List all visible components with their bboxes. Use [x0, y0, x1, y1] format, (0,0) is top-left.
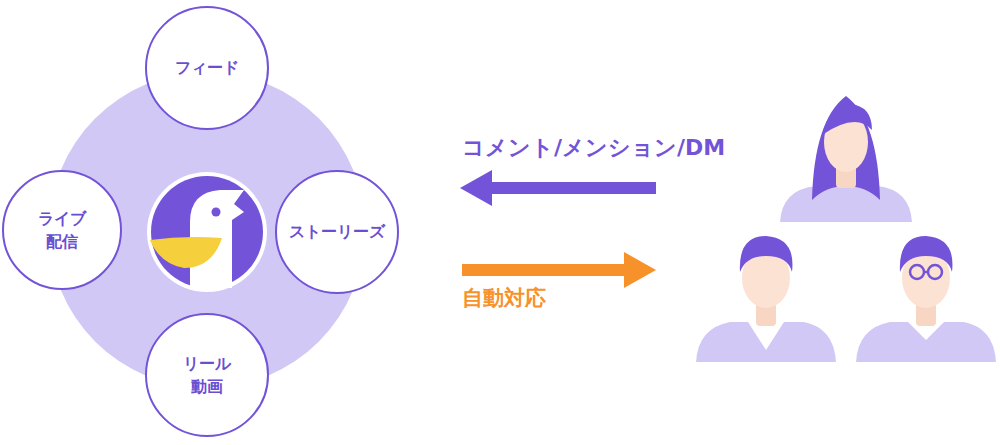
arrow-shaft — [462, 264, 630, 276]
channel-circle: ライブ 配信 — [2, 170, 122, 290]
channel-name: フィード — [175, 56, 239, 79]
circle-outline — [2, 170, 122, 290]
person-hair — [740, 236, 793, 272]
person-fringe — [822, 104, 872, 135]
logo-backdrop — [147, 172, 267, 292]
person-body — [780, 186, 912, 222]
logo-beak — [150, 237, 222, 268]
channel-name: ライブ 配信 — [31, 207, 93, 253]
circle-shape — [276, 171, 398, 293]
arrow-head — [460, 170, 492, 206]
logo-circle — [151, 176, 263, 288]
glasses-lens — [910, 265, 924, 279]
person-collar — [748, 322, 784, 350]
channel-circle: フィード — [145, 6, 269, 130]
circle-shape — [3, 171, 121, 289]
arrow-shaft — [486, 182, 656, 194]
channel-name: ストーリーズ — [289, 220, 385, 243]
channel-circle: ストーリーズ — [275, 170, 399, 294]
channel-name: リール 動画 — [176, 352, 238, 398]
person-hair — [812, 96, 880, 200]
arrow-head — [624, 252, 656, 288]
channel-circle: リール 動画 — [145, 313, 269, 437]
circle-shape — [146, 7, 268, 129]
glasses-bridge — [924, 271, 928, 274]
arrow-label: コメント/メンション/DM — [462, 133, 725, 163]
person-body — [856, 322, 996, 362]
logo-eye — [212, 208, 221, 217]
glasses-lens — [928, 265, 942, 279]
person-hair — [900, 236, 953, 272]
circle-outline — [145, 313, 269, 437]
arrow-label: 自動対応 — [462, 284, 546, 312]
person-body — [696, 322, 836, 362]
circle-shape — [146, 314, 268, 436]
